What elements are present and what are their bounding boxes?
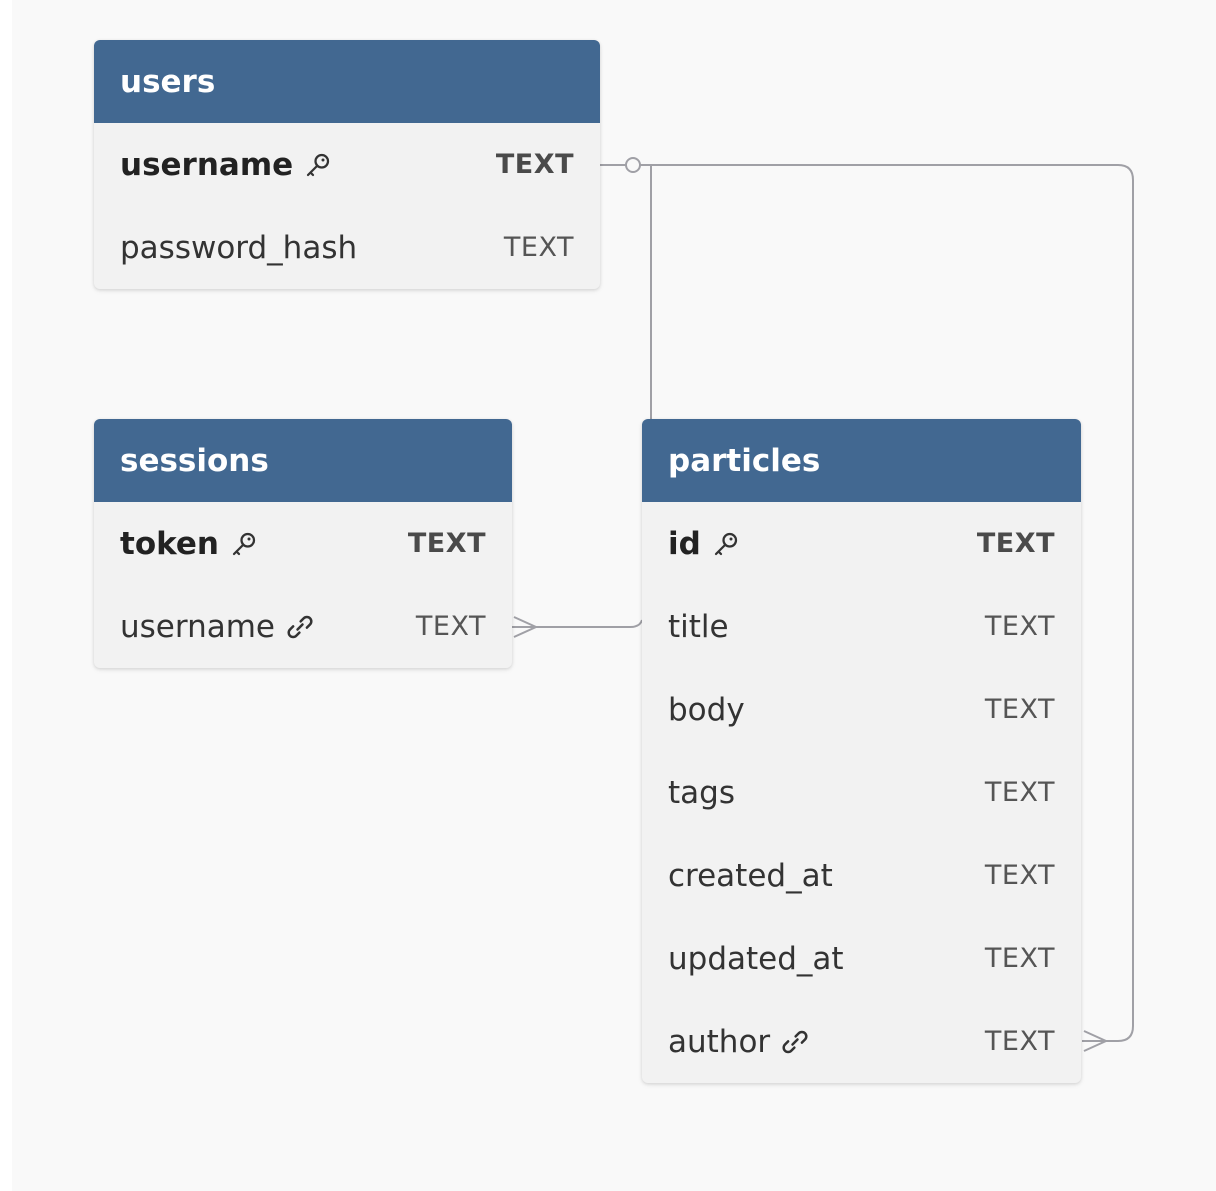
column-type: TEXT bbox=[984, 1026, 1055, 1057]
link-icon bbox=[285, 612, 315, 642]
column-name: password_hash bbox=[120, 229, 358, 266]
column-type: TEXT bbox=[984, 777, 1055, 808]
table-row: tags TEXT bbox=[642, 751, 1081, 834]
crows-foot-particles bbox=[1083, 1030, 1109, 1052]
table-row: username TEXT bbox=[94, 123, 600, 206]
table-sessions[interactable]: sessions token TEXT username TEXT bbox=[94, 419, 512, 668]
column-name: updated_at bbox=[668, 940, 844, 977]
column-type: TEXT bbox=[407, 528, 486, 559]
table-row: updated_at TEXT bbox=[642, 917, 1081, 1000]
table-row: author TEXT bbox=[642, 1000, 1081, 1083]
column-type: TEXT bbox=[984, 860, 1055, 891]
primary-key-icon bbox=[303, 150, 333, 180]
column-type: TEXT bbox=[976, 528, 1055, 559]
column-name: author bbox=[668, 1024, 810, 1060]
relation-users-particles bbox=[600, 164, 1134, 1042]
column-name: body bbox=[668, 691, 745, 728]
primary-key-icon bbox=[711, 529, 741, 559]
table-row: title TEXT bbox=[642, 585, 1081, 668]
table-row: body TEXT bbox=[642, 668, 1081, 751]
table-users[interactable]: users username TEXT password_hash TEXT bbox=[94, 40, 600, 289]
column-type: TEXT bbox=[415, 611, 486, 642]
crows-foot-sessions bbox=[513, 616, 539, 638]
column-name: tags bbox=[668, 774, 735, 811]
column-type: TEXT bbox=[984, 943, 1055, 974]
table-particles[interactable]: particles id TEXT title TEXT body TEXT t… bbox=[642, 419, 1081, 1083]
table-row: password_hash TEXT bbox=[94, 206, 600, 289]
column-type: TEXT bbox=[503, 232, 574, 263]
table-row: token TEXT bbox=[94, 502, 512, 585]
column-type: TEXT bbox=[984, 694, 1055, 725]
primary-key-icon bbox=[229, 529, 259, 559]
zero-or-one-marker bbox=[625, 157, 641, 173]
column-name: token bbox=[120, 526, 259, 562]
column-name: username bbox=[120, 147, 333, 183]
column-name: created_at bbox=[668, 857, 833, 894]
table-row: id TEXT bbox=[642, 502, 1081, 585]
column-type: TEXT bbox=[495, 149, 574, 180]
link-icon bbox=[780, 1027, 810, 1057]
table-header: particles bbox=[642, 419, 1081, 502]
column-name: id bbox=[668, 526, 741, 562]
table-row: created_at TEXT bbox=[642, 834, 1081, 917]
column-type: TEXT bbox=[984, 611, 1055, 642]
column-name: username bbox=[120, 609, 315, 645]
relation-sessions-segment bbox=[512, 619, 643, 628]
column-name: title bbox=[668, 608, 729, 645]
table-row: username TEXT bbox=[94, 585, 512, 668]
table-header: users bbox=[94, 40, 600, 123]
table-header: sessions bbox=[94, 419, 512, 502]
